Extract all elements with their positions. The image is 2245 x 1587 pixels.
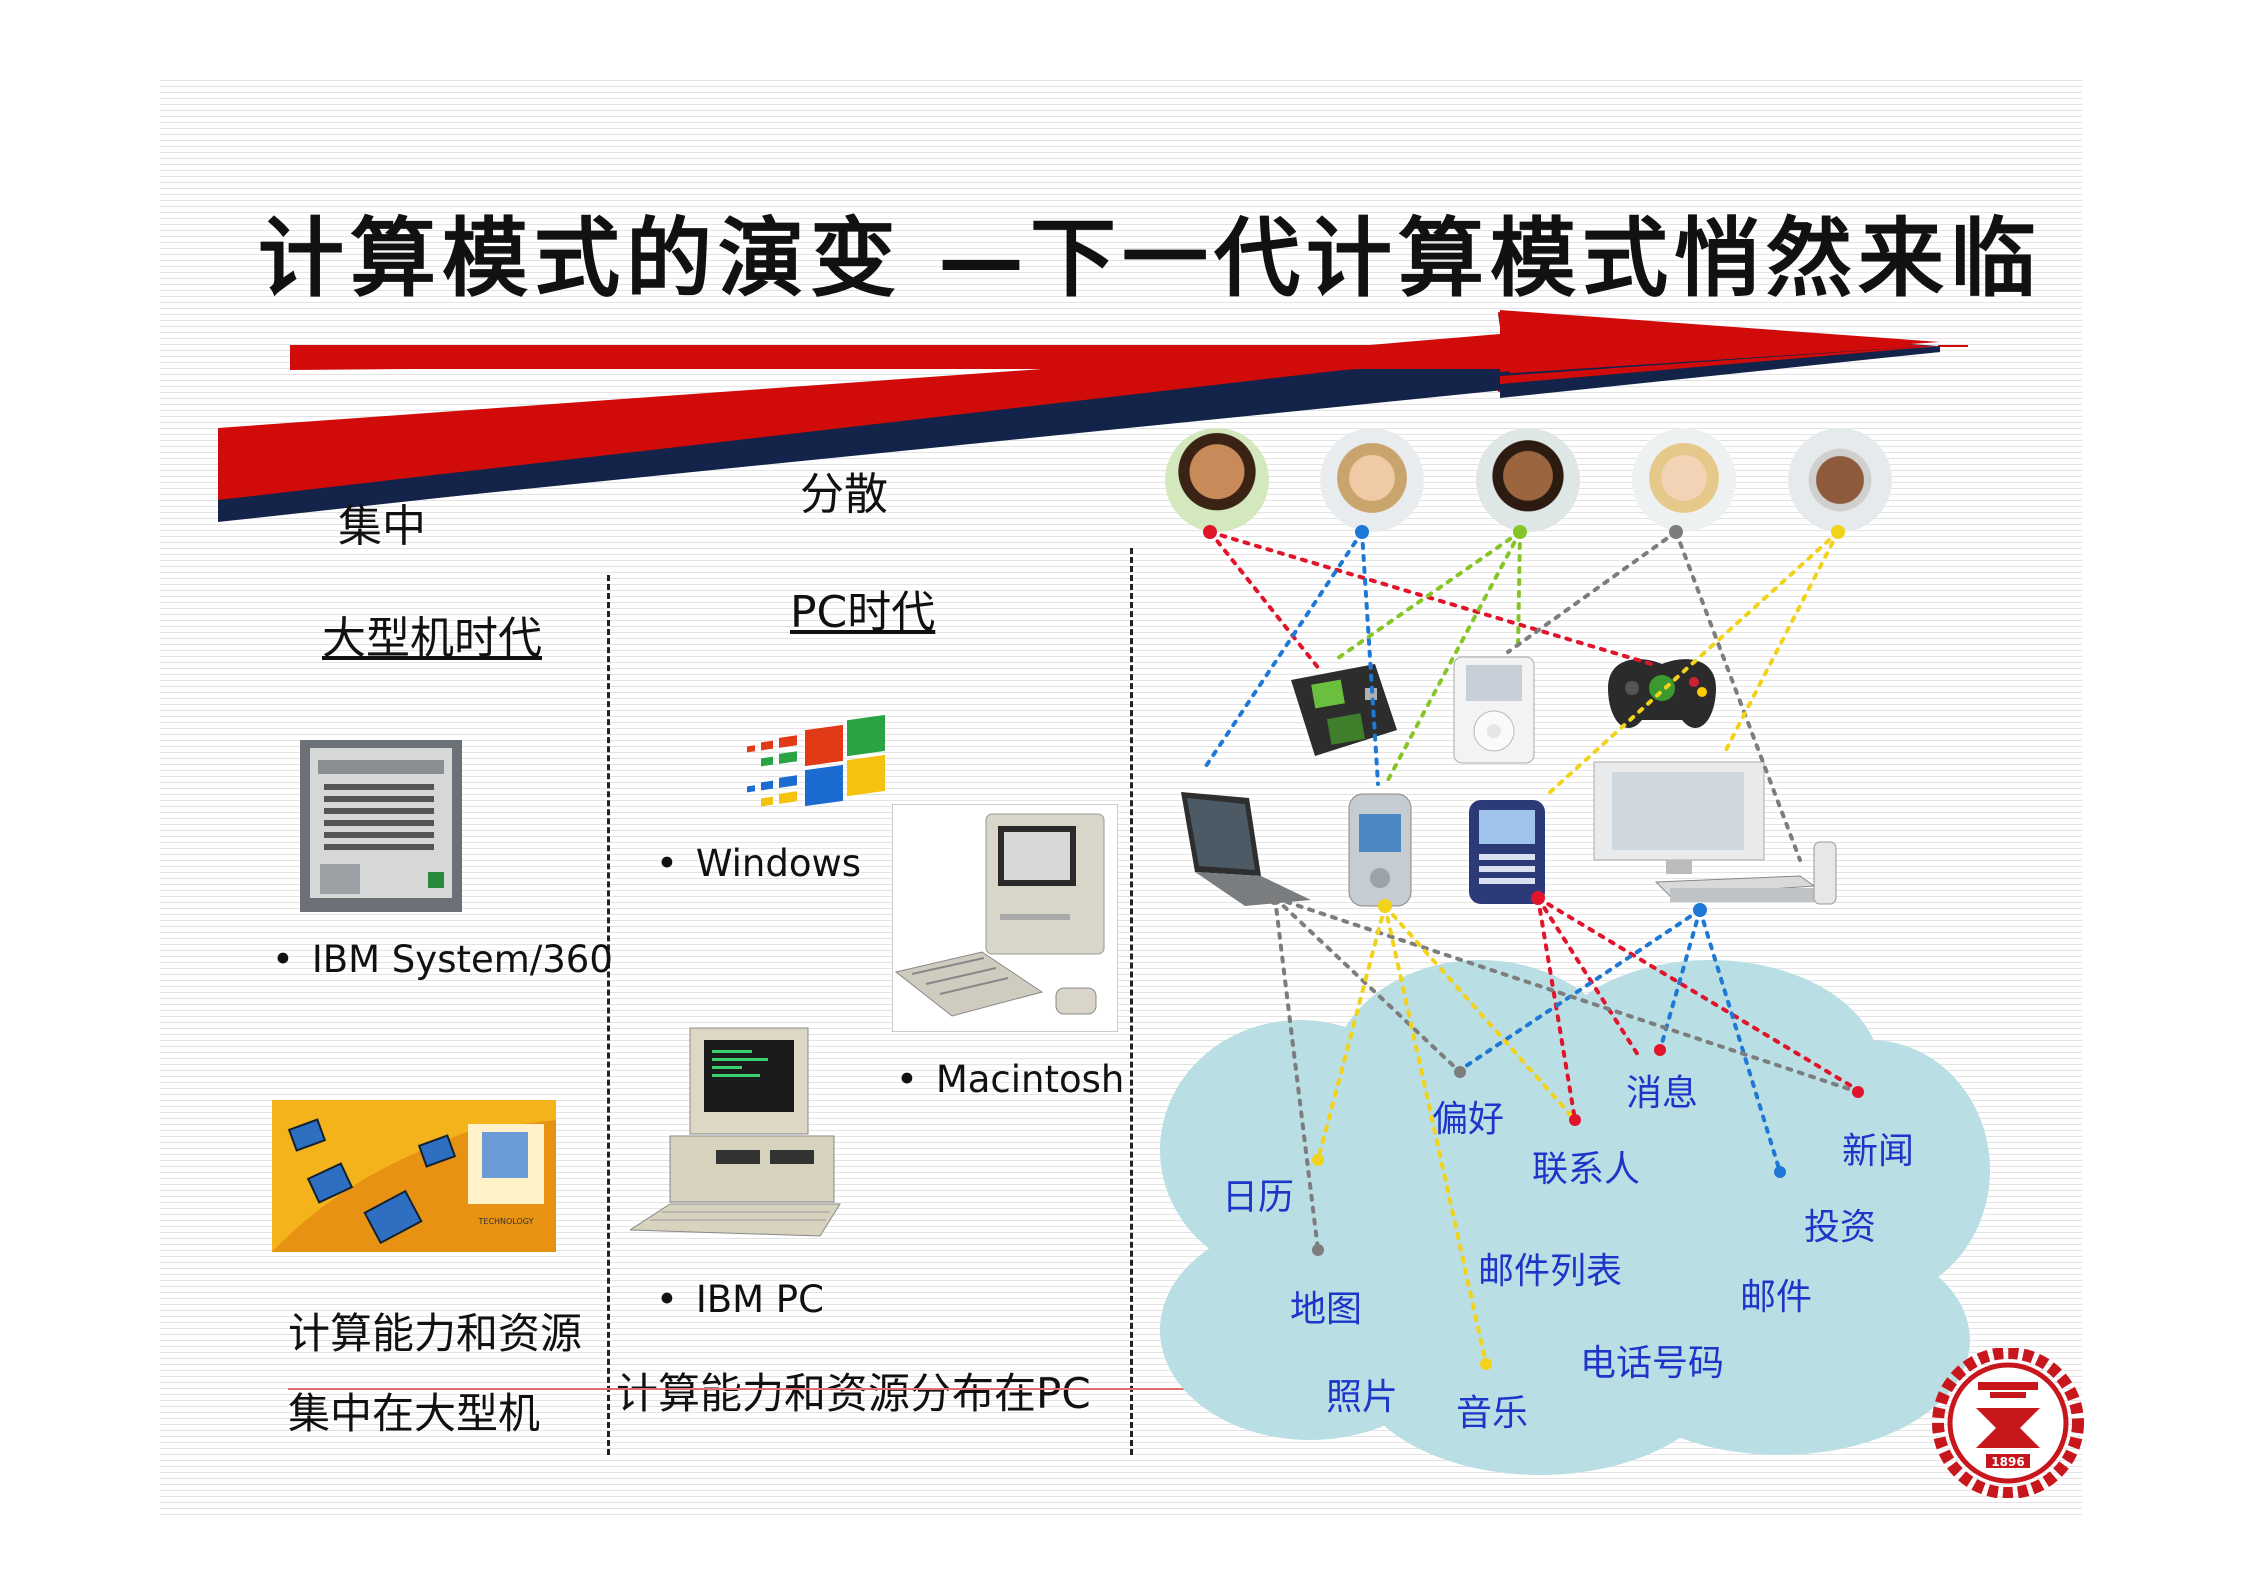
person-avatar-icon: [1320, 428, 1424, 532]
label-centralized: 集中: [338, 501, 426, 552]
remote-control-icon: [1813, 841, 1837, 905]
university-logo-icon: 1896: [1932, 1348, 2084, 1498]
pc-caption-line1: 计算能力和资源分布在PC: [616, 1369, 1091, 1418]
service-label: 偏好: [1432, 1099, 1505, 1140]
person-avatar-icon: [1632, 428, 1736, 532]
person-avatar-icon: [1788, 428, 1892, 532]
mainframe-icon: [300, 740, 462, 912]
person-avatar-icon: [1476, 428, 1580, 532]
item-ibm-system360: IBM System/360: [272, 938, 613, 981]
service-cloud: [1160, 960, 1990, 1475]
windows-logo-icon: [747, 714, 885, 807]
smartphone-icon: [1469, 800, 1545, 904]
pc-era-heading: PC时代: [790, 587, 936, 638]
service-label: 音乐: [1456, 1393, 1529, 1434]
person-avatar-icon: [1165, 428, 1269, 532]
ibm-pc-icon: [630, 1027, 841, 1237]
item-ibm-pc: IBM PC: [656, 1278, 824, 1321]
service-label: 邮件列表: [1478, 1251, 1623, 1292]
item-windows: Windows: [656, 842, 861, 885]
service-label: 日历: [1222, 1177, 1295, 1218]
svg-text:1896: 1896: [1991, 1455, 2024, 1469]
mainframe-caption-line2: 集中在大型机: [288, 1389, 541, 1438]
service-label: 照片: [1326, 1377, 1399, 1418]
mainframe-caption-line1: 计算能力和资源: [288, 1309, 583, 1358]
laptop-icon: [1181, 792, 1311, 906]
column-divider-2: [1130, 548, 1133, 1455]
label-distributed: 分散: [800, 469, 888, 520]
column-divider-1: [607, 575, 610, 1455]
service-label: 地图: [1290, 1289, 1363, 1330]
service-label: 联系人: [1532, 1149, 1641, 1190]
slide-title: 计算模式的演变 —下一代计算模式悄然来临: [258, 208, 2042, 309]
svg-text:TECHNOLOGY: TECHNOLOGY: [478, 1217, 534, 1226]
service-label: 投资: [1804, 1207, 1877, 1248]
macintosh-icon: [892, 804, 1118, 1032]
ipod-icon: [1453, 656, 1535, 764]
service-label: 消息: [1626, 1073, 1699, 1114]
dvd-player-icon: [1654, 875, 1816, 902]
item-macintosh: Macintosh: [896, 1058, 1125, 1101]
divider-line: [288, 1388, 1948, 1390]
service-label: 邮件: [1740, 1277, 1813, 1318]
service-label: 电话号码: [1580, 1343, 1725, 1384]
flat-tv-icon: [1593, 761, 1765, 874]
mainframe-era-heading: 大型机时代: [322, 613, 542, 664]
mobile-phone-icon: [1348, 793, 1412, 907]
service-label: 新闻: [1842, 1131, 1915, 1172]
network-security-icon: TECHNOLOGY: [272, 1100, 556, 1252]
